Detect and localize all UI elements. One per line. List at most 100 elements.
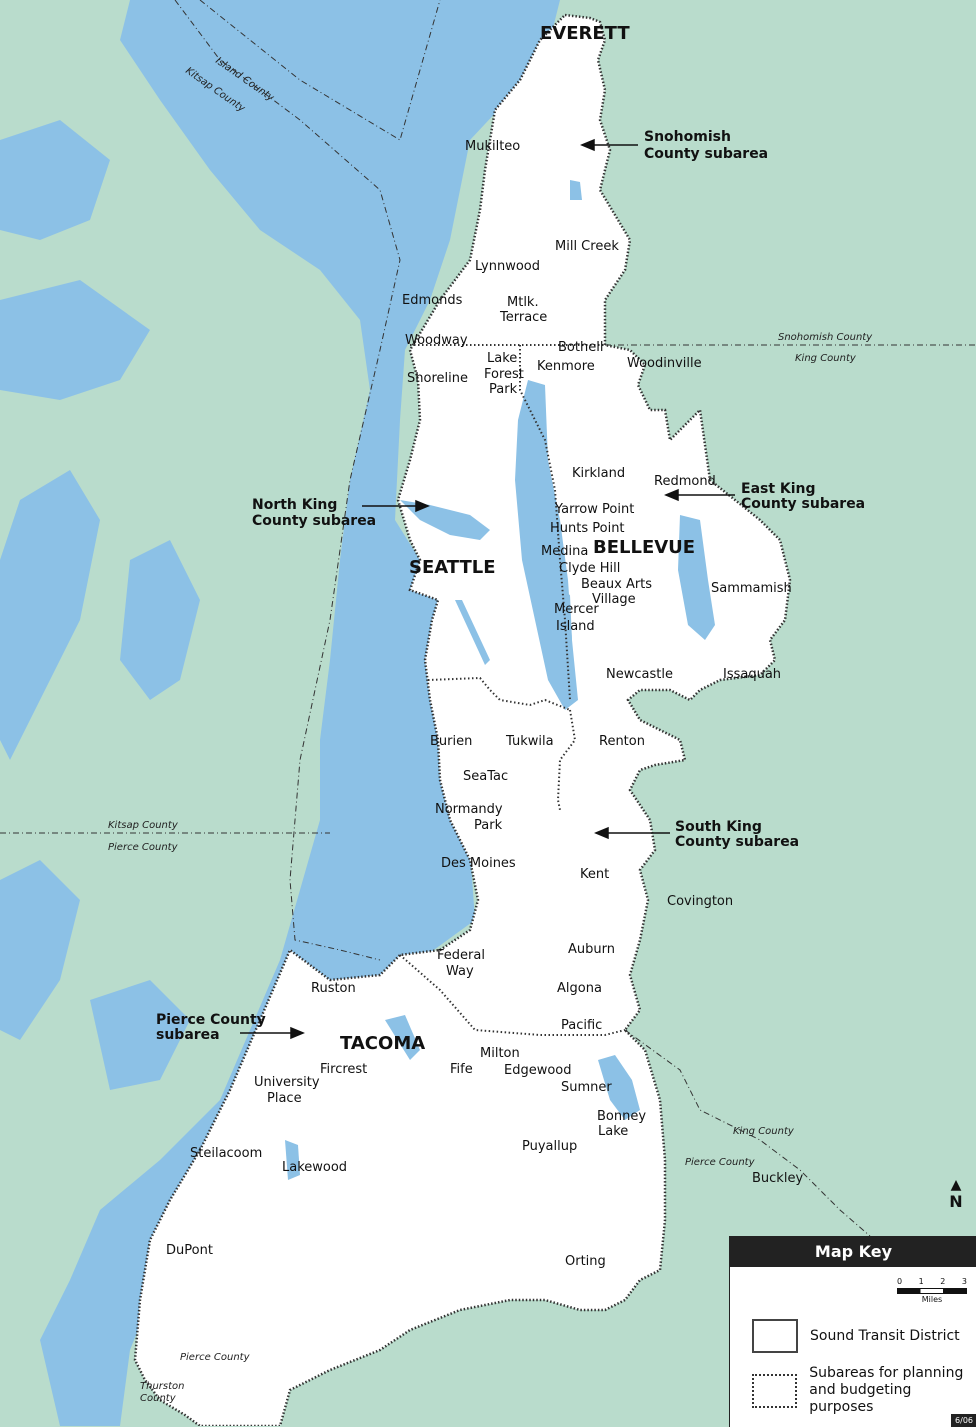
subarea-label-line1: North King [252,497,337,513]
city-label: BELLEVUE [593,537,695,558]
city-label: Edgewood [504,1063,572,1078]
county-label: Kitsap County [108,820,179,831]
city-label: Island [556,619,595,634]
subarea-label-line1: South King [675,819,762,835]
city-label: Park [474,818,503,833]
city-label: Tukwila [505,734,554,749]
subarea-label-line2: County subarea [252,513,376,529]
city-label: SeaTac [463,769,508,784]
city-label: Place [267,1091,302,1106]
county-label: Pierce County [108,842,179,853]
city-labels: EVERETT Mukilteo Mill Creek Lynnwood Edm… [166,23,803,1269]
city-label: Pacific [561,1018,602,1033]
city-label: Way [446,964,474,979]
city-label: Bonney [597,1109,646,1124]
legend-item-label: Sound Transit District [810,1327,960,1344]
city-label: Kent [580,867,609,882]
city-label: Forest [484,367,524,382]
north-arrow: ▲ N [944,1178,968,1211]
west-channel-2 [0,280,150,400]
city-label: Park [489,382,518,397]
city-label: Covington [667,894,733,909]
city-label: Burien [430,734,472,749]
city-label: Auburn [568,942,615,957]
city-label: Kenmore [537,359,595,374]
kitsap-line [174,0,401,961]
scale-ticks: 0 1 2 3 [897,1277,967,1286]
city-label: Lake [487,351,517,366]
city-label: Shoreline [407,371,468,386]
city-label: Sammamish [711,581,792,596]
legend-item-subareas: Subareas for planning and budgeting purp… [752,1365,976,1416]
city-label: Woodway [405,333,468,348]
city-label: Algona [557,981,602,996]
city-label: Ruston [311,981,356,996]
scale-tick: 0 [897,1277,903,1286]
west-inlet [120,540,200,700]
city-label: TACOMA [340,1033,425,1054]
city-label: Hunts Point [550,521,625,536]
legend-label-line: and budgeting purposes [809,1382,912,1415]
lake-union-inner [400,500,490,540]
city-label: Beaux Arts [581,577,652,592]
city-label: Mukilteo [465,139,520,154]
city-label: Lake [598,1124,628,1139]
city-label: DuPont [166,1243,213,1258]
subarea-label-line1: Snohomish [644,129,731,145]
island-kitsap-line [199,0,441,141]
city-label: Newcastle [606,667,673,682]
lake-tapps-inner [598,1055,640,1120]
county-label: Snohomish County [778,332,873,343]
city-label: Lynnwood [475,259,540,274]
city-label: SEATTLE [409,557,496,578]
king-pierce-line-se [624,1029,871,1237]
city-label: Federal [437,948,485,963]
city-label: Fircrest [320,1062,367,1077]
city-label: Orting [565,1254,606,1269]
legend-item-district: Sound Transit District [752,1319,960,1353]
city-label: Steilacoom [190,1146,262,1161]
city-label: Bothell [558,340,603,355]
city-label: Yarrow Point [554,502,634,517]
county-label: King County [795,353,857,364]
south-east-king-boundary [556,709,577,811]
american-lake-inner [285,1140,300,1180]
lake-sammamish-inner [678,515,715,640]
subarea-label-line2: County subarea [741,496,865,512]
city-label: Edmonds [402,293,463,308]
city-label: Terrace [499,310,547,325]
puget-sound [40,0,560,1426]
city-label: Normandy [435,802,503,817]
city-label: Des Moines [441,856,516,871]
city-label: Lakewood [282,1160,347,1175]
city-label: Woodinville [627,356,702,371]
subarea-label-line1: Pierce County [156,1012,266,1028]
south-inlet-2 [90,980,190,1090]
city-label: Village [592,592,636,607]
scale-tick: 3 [961,1277,967,1286]
city-label: Mill Creek [555,239,619,254]
county-label: King County [733,1126,795,1137]
city-label: Clyde Hill [559,561,620,576]
north-south-king-boundary [427,676,571,711]
legend-swatch-solid [752,1319,798,1353]
city-label: Fife [450,1062,473,1077]
arrowhead-north-king [415,499,430,513]
city-label: Redmond [654,474,716,489]
county-label: Pierce County [180,1352,251,1363]
north-east-king-boundary [519,345,571,701]
city-label: Renton [599,734,645,749]
arrowhead-snohomish [580,138,595,152]
county-label: Thurston [140,1381,184,1392]
subarea-label-line2: subarea [156,1027,220,1043]
subarea-labels: Snohomish County subarea North King Coun… [156,129,865,1043]
city-label: Issaquah [723,667,781,682]
city-label: University [254,1075,320,1090]
city-label: Milton [480,1046,520,1061]
legend-label-line: Subareas for planning [809,1365,964,1381]
scale-bar-graphic [897,1288,967,1294]
subarea-label-line2: County subarea [675,834,799,850]
subarea-label-line1: East King [741,481,816,497]
